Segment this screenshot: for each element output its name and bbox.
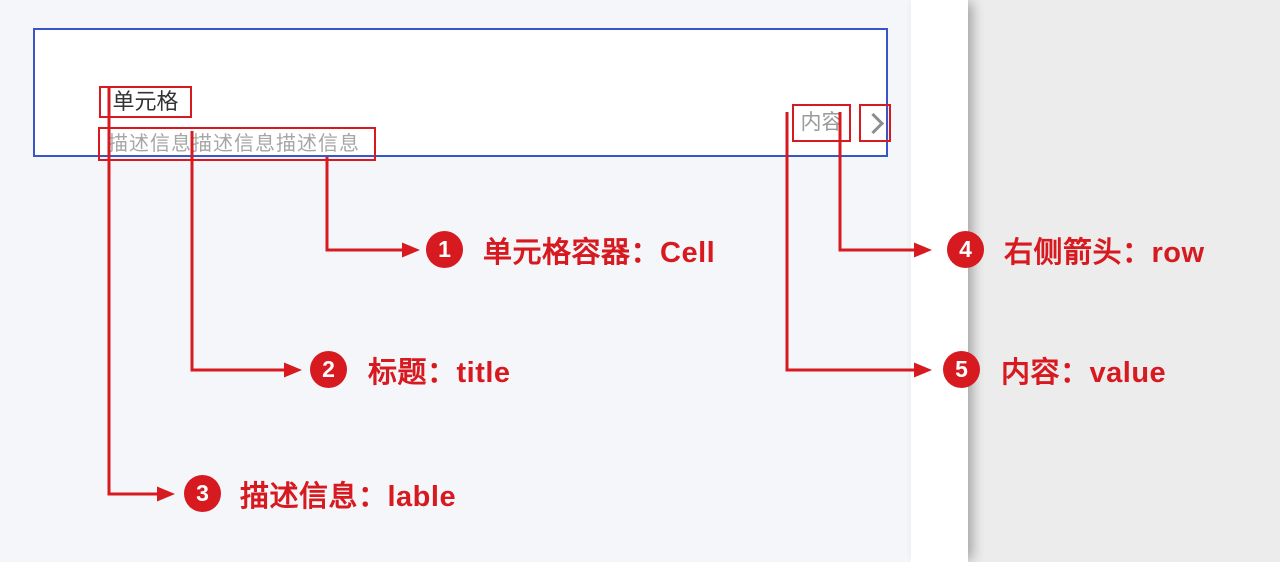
cell-arrow[interactable] [859, 104, 891, 142]
cell-title: 单元格 [99, 86, 192, 118]
connector-title [190, 131, 284, 372]
connector-cell [325, 157, 402, 252]
annotation-label-cell: 单元格容器：Cell [483, 237, 716, 269]
page-edge-strip [911, 0, 968, 562]
cell-description: 描述信息描述信息描述信息 [98, 127, 376, 161]
annotation-label-value: 内容：value [1001, 357, 1167, 389]
arrowhead-row [914, 242, 932, 258]
annotation-label-lable: 描述信息：lable [240, 481, 457, 513]
connector-value [785, 112, 914, 372]
cell-value: 内容 [792, 104, 851, 142]
annotation-badge-1: 1 [426, 231, 463, 268]
connector-row [838, 112, 914, 252]
annotation-label-row: 右侧箭头：row [1004, 237, 1205, 269]
arrowhead-value [914, 362, 932, 378]
annotation-badge-3: 3 [184, 475, 221, 512]
annotation-badge-5: 5 [943, 351, 980, 388]
arrowhead-label [157, 486, 175, 502]
arrowhead-title [284, 362, 302, 378]
adjacent-gray-panel [968, 0, 1280, 562]
annotation-label-title: 标题：title [368, 357, 511, 389]
connector-label [107, 88, 157, 496]
annotation-badge-4: 4 [947, 231, 984, 268]
annotation-badge-2: 2 [310, 351, 347, 388]
arrowhead-cell [402, 242, 420, 258]
cell-container[interactable]: 单元格 描述信息描述信息描述信息 内容 [33, 28, 891, 161]
